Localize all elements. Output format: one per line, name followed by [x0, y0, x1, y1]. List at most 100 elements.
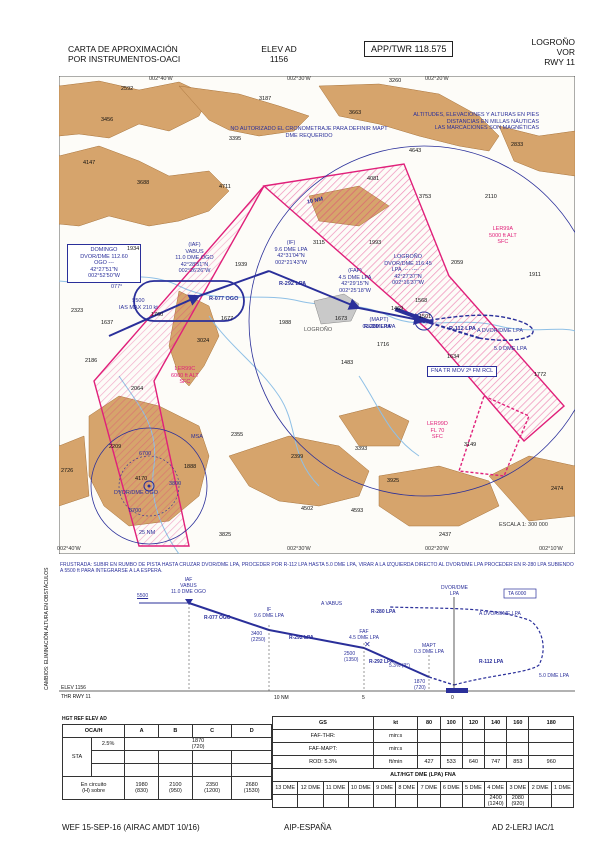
faf-label: (FAF) 4.5 DME LPA 42°29'15"N 002°25'18"W: [338, 268, 372, 294]
rod-160: 853: [506, 755, 530, 769]
spot-elev: 3260: [389, 78, 402, 84]
spot-elev: 2059: [451, 260, 464, 266]
runway-symbol: [394, 307, 434, 325]
profile-alt-1870: 1870 (720): [414, 679, 426, 691]
gs-120: 120: [461, 716, 486, 730]
spot-elev: 2833: [511, 142, 524, 148]
dme-col: 10 DME: [347, 781, 374, 795]
lon-bottom-4: 002°10'W: [539, 546, 563, 552]
spot-elev: 4502: [301, 506, 314, 512]
spot-elev: 1634: [447, 354, 460, 360]
rod-180: 960: [528, 755, 574, 769]
profile-ta: TA 6000: [508, 591, 527, 597]
msa-alt-1: 6700: [139, 451, 152, 457]
circ-a: 1980 (830): [124, 776, 159, 800]
gs-label: GS: [272, 716, 374, 730]
spot-elev: 1677: [221, 316, 234, 322]
profile-mapt: MAPT 0.3 DME LPA: [414, 643, 444, 655]
missed-approach-text: FRUSTRADA: SUBIR EN RUMBO DE PISTA HASTA…: [60, 562, 574, 574]
spot-elev: 3456: [101, 117, 114, 123]
dme-col: 2 DME: [528, 781, 552, 795]
r292-label: R-292 LPA: [279, 281, 307, 287]
dme-col: 5 DME: [461, 781, 486, 795]
profile-side-label: CAMBIOS: ELIMINACIÓN ALTURA EN OBSTÁCULO…: [44, 567, 50, 690]
footer-effective-date: WEF 15-SEP-16 (AIRAC AMDT 10/16): [62, 823, 200, 832]
spot-elev: 1988: [279, 320, 292, 326]
iaf-vabus-label: (IAF) VABUS 11.0 DME OGO 42°28'51"N 002°…: [175, 242, 214, 274]
title-line-2: POR INSTRUMENTOS-OACI: [68, 54, 181, 64]
spot-elev: 2064: [131, 386, 144, 392]
dme-col: 12 DME: [297, 781, 324, 795]
profile-dme5: 5.0 DME LPA: [539, 673, 569, 679]
r112-label: R-112 LPA: [449, 326, 476, 332]
dme-col: 7 DME: [417, 781, 441, 795]
footer-page-id: AD 2-LERJ IAC/1: [492, 823, 555, 832]
profile-vor: DVOR/DME LPA: [441, 585, 468, 597]
faf-mapt-label: FAF-MAPT:: [272, 742, 374, 756]
profile-r280: R-280 LPA: [371, 609, 396, 615]
dme5-label: 5.0 DME LPA: [494, 346, 527, 352]
dme-col: 9 DME: [372, 781, 397, 795]
profile-r292-b: R-292 LPA: [369, 659, 394, 665]
rod-100: 533: [439, 755, 463, 769]
spot-elev: 2110: [485, 194, 497, 200]
gs-160: 160: [506, 716, 530, 730]
faf-mapt-unit: min:s: [372, 742, 419, 756]
spot-elev: 3187: [259, 96, 272, 102]
profile-alt-5500: 5500: [137, 593, 149, 599]
spot-elev: 2323: [71, 308, 84, 314]
profile-view: ✕ 5500 IAF VABUS 11.0 DME OGO IF 9.6 DME…: [59, 577, 575, 703]
r280-label: R-280 LPA: [364, 324, 392, 330]
spot-elev: 1939: [235, 262, 248, 268]
spot-elev: 1716: [377, 342, 390, 348]
spot-elev: 4147: [83, 160, 96, 166]
procedure-tracks: [108, 270, 534, 341]
spot-elev: 1760: [151, 312, 164, 318]
chart-title: CARTA DE APROXIMACIÓN POR INSTRUMENTOS-O…: [68, 44, 180, 64]
spot-elev: 2437: [439, 532, 452, 538]
cat-c: C: [191, 724, 233, 738]
spot-elev: 4081: [367, 176, 380, 182]
sta-label: STA: [62, 737, 92, 777]
spot-elev: 2399: [291, 454, 304, 460]
profile-angle: 5.3% (3°): [389, 663, 410, 669]
plan-view: LOGROÑO NO AUTORIZADO EL CRONOMETRAJE PA…: [57, 75, 599, 555]
r077-label: R-077 OGO: [209, 296, 239, 302]
profile-iaf: IAF VABUS 11.0 DME OGO: [171, 577, 206, 595]
spot-elev: 3663: [349, 110, 362, 116]
dme-col: 1 DME: [550, 781, 575, 795]
faf-thr-label: FAF-THR:: [272, 729, 374, 743]
dme-col: 8 DME: [395, 781, 419, 795]
nav-type: VOR: [556, 47, 575, 57]
profile-elev-ad: ELEV 1156: [61, 685, 86, 691]
cat-d: D: [231, 724, 272, 738]
sta-value: 1870 (720): [124, 737, 272, 751]
lpa-distance-ring: [248, 145, 599, 497]
profile-r077: R-077 OGO: [204, 615, 231, 621]
ler99c-area: LER99C 6000 ft ALT SFC: [171, 366, 199, 385]
profile-to-lpa: A DVOR/DME LPA: [479, 611, 521, 617]
cat-b: B: [158, 724, 193, 738]
cat-a: A: [124, 724, 159, 738]
spot-elev: 3393: [355, 446, 368, 452]
profile-scale-5: 5: [362, 695, 365, 701]
spot-elev: 3395: [229, 136, 242, 142]
spot-elev: 4170: [135, 476, 148, 482]
if-label: (IF) 9.6 DME LPA 42°31'04"N 002°21'43"W: [274, 240, 308, 266]
profile-r112: R-112 LPA: [479, 659, 504, 665]
dme-col: 11 DME: [322, 781, 349, 795]
dme-col: 13 DME: [271, 781, 299, 795]
spot-elev: 2209: [109, 444, 122, 450]
scale-label: ESCALA 1: 300 000: [499, 522, 548, 528]
city-name: LOGROÑO: [531, 37, 575, 47]
spot-elev: 1993: [369, 240, 382, 246]
profile-r292-a: R-292 LPA: [289, 635, 314, 641]
gs-100: 100: [439, 716, 463, 730]
fna-note: FNA TR MOV 2ª FM RCL: [427, 366, 498, 377]
gs-180: 180: [528, 716, 574, 730]
spot-elev: 4643: [409, 148, 422, 154]
spot-elev: 2186: [85, 358, 98, 364]
spot-elev: 4711: [219, 184, 231, 190]
spot-elev: 3925: [387, 478, 400, 484]
profile-alt-2500: 2500 (1350): [344, 651, 359, 663]
